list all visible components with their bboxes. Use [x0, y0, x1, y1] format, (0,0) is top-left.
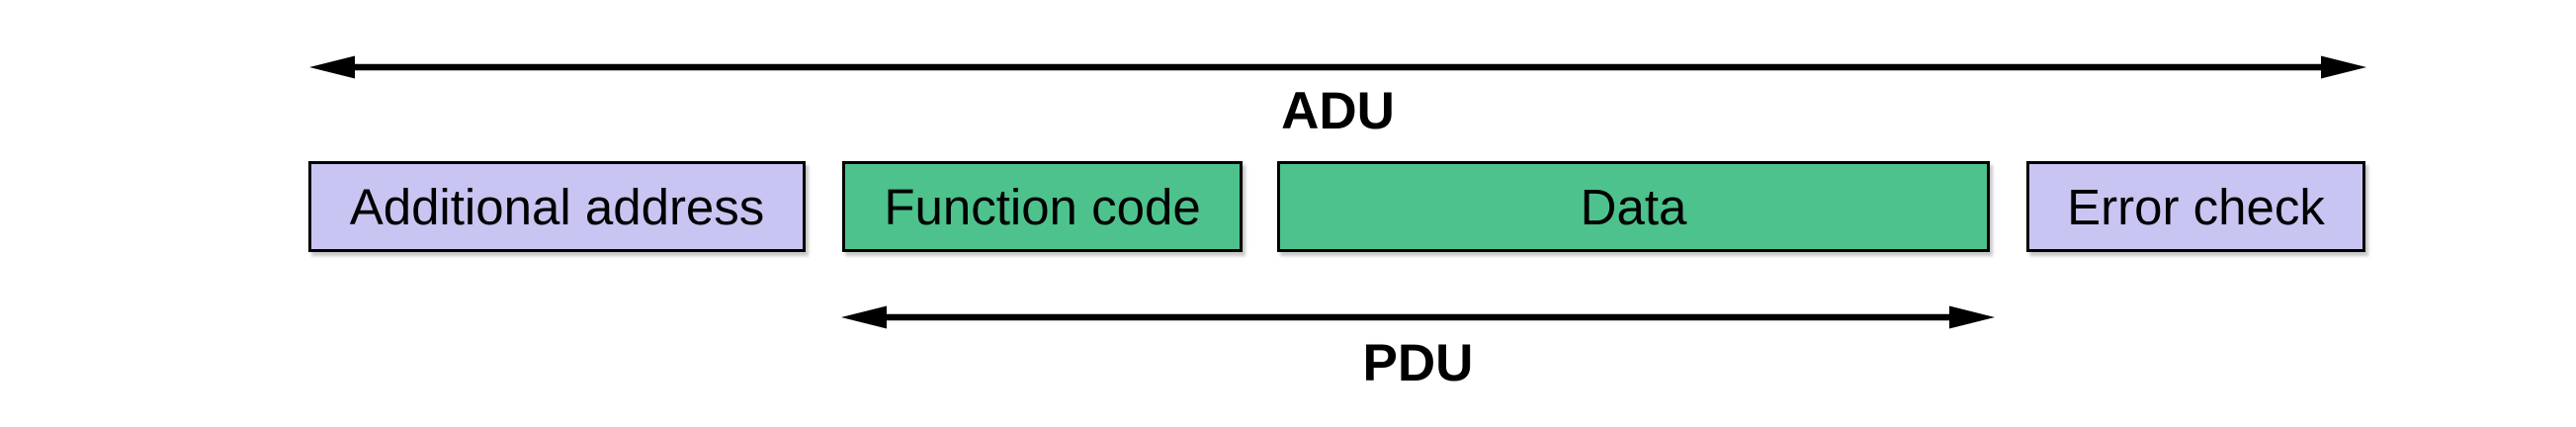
adu-span-arrow [308, 53, 2367, 81]
box-additional-address: Additional address [308, 161, 806, 252]
double-headed-arrow-icon [841, 305, 1995, 329]
box-data: Data [1277, 161, 1990, 252]
double-headed-arrow-icon [309, 55, 2366, 79]
box-data-label: Data [1580, 178, 1687, 235]
box-function-code: Function code [842, 161, 1243, 252]
pdu-span-arrow [840, 303, 1996, 331]
adu-label: ADU [1281, 82, 1395, 140]
box-additional-address-label: Additional address [349, 178, 765, 235]
box-function-code-label: Function code [884, 178, 1201, 235]
pdu-label: PDU [1362, 334, 1474, 392]
box-error-check-label: Error check [2067, 178, 2325, 235]
box-error-check: Error check [2026, 161, 2365, 252]
